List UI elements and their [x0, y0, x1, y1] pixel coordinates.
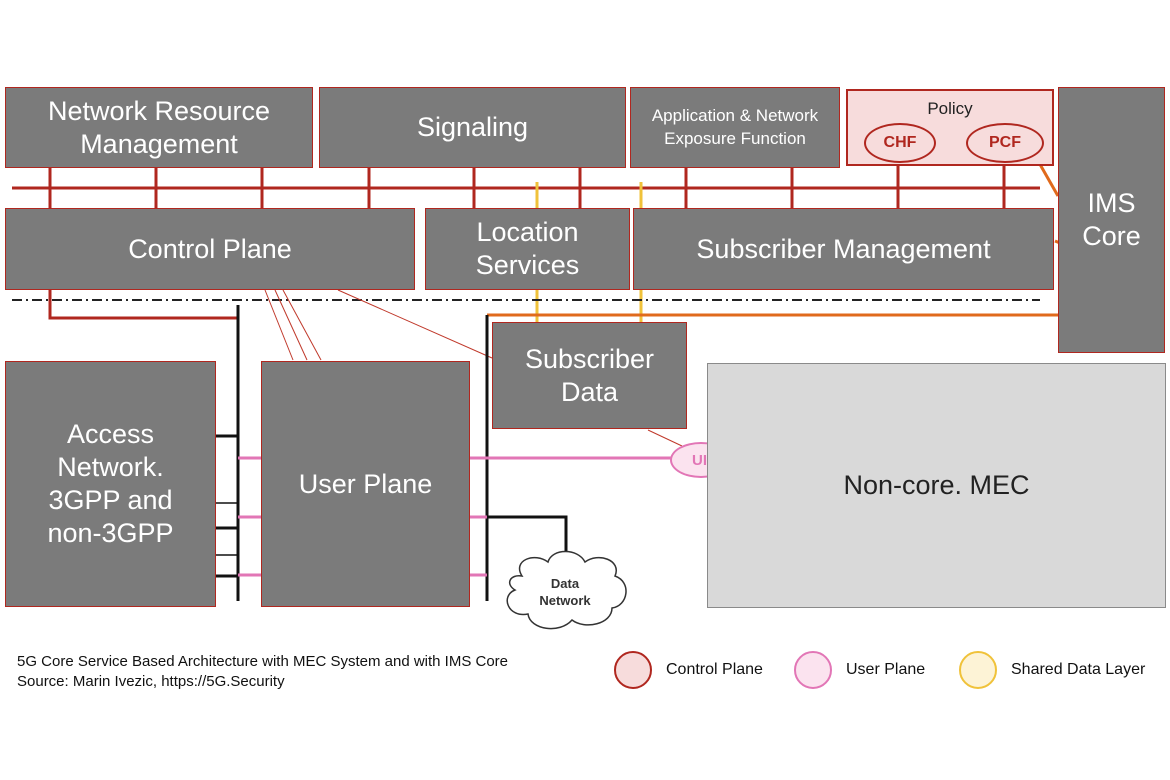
non-core-mec-box: Non-core. MEC — [707, 363, 1166, 608]
user-plane-lines — [238, 456, 672, 577]
legend-shared-data: Shared Data Layer — [959, 650, 1145, 690]
thin-control-lines — [264, 289, 683, 447]
legend-control-plane-label: Control Plane — [666, 661, 763, 678]
caption-source: Source: Marin Ivezic, https://5G.Securit… — [17, 673, 285, 691]
legend-user-plane-label: User Plane — [846, 661, 926, 678]
legend-shared-data-label: Shared Data Layer — [1011, 661, 1146, 678]
legend-shared-data-swatch — [959, 651, 997, 689]
pcf-node: PCF — [966, 123, 1044, 163]
nef-box: Application & Network Exposure Function — [630, 87, 840, 168]
legend-control-plane: Control Plane — [614, 650, 763, 690]
data-network-cloud — [506, 550, 627, 630]
access-network-box: Access Network. 3GPP and non-3GPP — [5, 361, 216, 607]
network-resource-management-box: Network Resource Management — [5, 87, 313, 168]
figure-caption: 5G Core Service Based Architecture with … — [17, 652, 508, 693]
location-services-box: Location Services — [425, 208, 630, 290]
signaling-box: Signaling — [319, 87, 626, 168]
policy-title: Policy — [927, 99, 973, 118]
control-plane-box: Control Plane — [5, 208, 415, 290]
subscriber-management-box: Subscriber Management — [633, 208, 1054, 290]
policy-group: Policy CHF PCF — [846, 89, 1054, 166]
legend-control-plane-swatch — [614, 651, 652, 689]
caption-title: 5G Core Service Based Architecture with … — [17, 653, 509, 670]
control-feed-line — [48, 290, 238, 320]
data-network-label: Data Network — [539, 576, 591, 608]
bus-ticks — [48, 166, 1006, 208]
ims-core-box: IMS Core — [1058, 87, 1165, 353]
chf-node: CHF — [864, 123, 936, 163]
user-plane-box: User Plane — [261, 361, 470, 607]
subscriber-data-box: Subscriber Data — [492, 322, 687, 429]
legend-user-plane-swatch — [794, 651, 832, 689]
legend-user-plane: User Plane — [794, 650, 925, 690]
data-network-link — [487, 515, 568, 565]
